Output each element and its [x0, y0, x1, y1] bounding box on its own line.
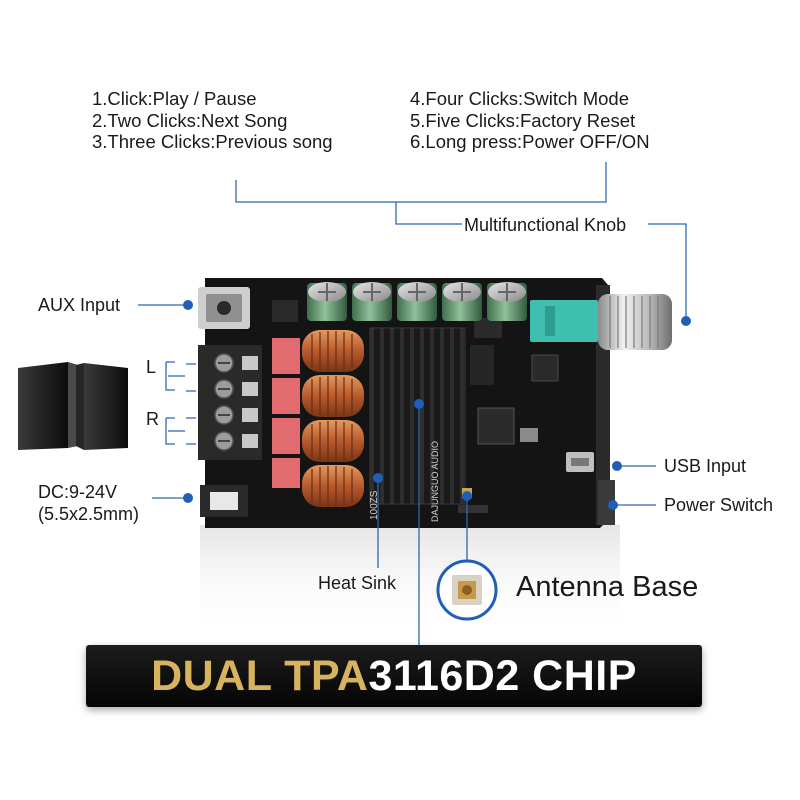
usb-input-label: USB Input: [664, 456, 747, 476]
heat-sink: [369, 327, 466, 505]
inductors: [302, 330, 364, 507]
teal-component: [530, 300, 598, 342]
knob-label: Multifunctional Knob: [464, 215, 627, 235]
speaker-terminal-block: [198, 345, 262, 460]
board-print-brand: DAJUNGUO AUDIO: [430, 441, 440, 522]
ic-chip: [272, 300, 298, 322]
antenna-base-label: Antenna Base: [516, 571, 699, 603]
multifunction-knob[interactable]: [598, 294, 672, 350]
dc-jack-pin: [210, 492, 238, 510]
aux-jack: [198, 287, 250, 329]
instruction-2: 2.Two Clicks:Next Song: [92, 109, 288, 131]
main-chip: [477, 407, 515, 445]
regulator: [470, 345, 494, 385]
instruction-1: 1.Click:Play / Pause: [92, 88, 257, 109]
ic-chip: [531, 354, 559, 382]
instructions-right: 4.Four Clicks:Switch Mode 5.Five Clicks:…: [410, 88, 650, 153]
banner-text-white: 3116D2 CHIP: [368, 652, 637, 700]
leader-lines: [138, 162, 687, 645]
dc-voltage-text: DC:9-24V: [38, 482, 118, 502]
leader-dots: [183, 300, 691, 510]
speaker-icon: [18, 362, 128, 450]
crystal: [520, 428, 538, 442]
power-switch-label: Power Switch: [664, 495, 774, 515]
capacitors: [307, 282, 527, 321]
antenna-base-zoom: [436, 559, 498, 621]
instruction-6: 6.Long press:Power OFF/ON: [410, 131, 650, 152]
right-channel-label: R: [146, 409, 159, 429]
dc-input-label: DC:9-24V (5.5x2.5mm): [38, 481, 139, 525]
instructions-left: 1.Click:Play / Pause 2.Two Clicks:Next S…: [92, 88, 333, 153]
instruction-3: 3.Three Clicks:Previous song: [92, 131, 333, 152]
antenna-trace: [458, 505, 488, 513]
board-print-model: 100ZS: [369, 490, 380, 520]
film-capacitors: [272, 338, 300, 488]
ic-chip: [474, 318, 502, 338]
chip-banner-text: DUAL TPA3116D2 CHIP: [86, 653, 702, 699]
aux-input-label: AUX Input: [38, 295, 121, 315]
dc-size-text: (5.5x2.5mm): [38, 504, 140, 524]
heat-sink-label: Heat Sink: [318, 573, 397, 593]
banner-text-gold: DUAL TPA: [151, 652, 369, 700]
instruction-5: 5.Five Clicks:Factory Reset: [410, 109, 636, 131]
left-channel-label: L: [146, 357, 157, 377]
board-reflection: [200, 525, 620, 635]
teal-component-detail: [545, 306, 555, 336]
chip-banner: DUAL TPA3116D2 CHIP: [86, 645, 702, 707]
usb-port: [571, 458, 589, 466]
instruction-4: 4.Four Clicks:Switch Mode: [410, 88, 629, 109]
